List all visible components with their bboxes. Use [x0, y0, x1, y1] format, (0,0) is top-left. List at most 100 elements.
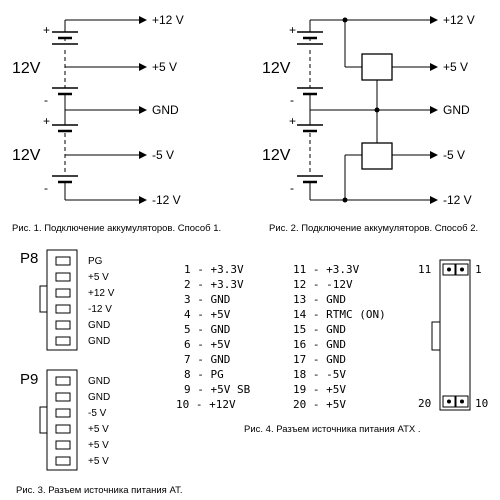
- pin-dot: [447, 267, 451, 272]
- label-minus5: -5 V: [152, 148, 174, 162]
- atx-pin-left: 4 - +5V: [184, 308, 231, 321]
- pin-slot: [442, 263, 456, 276]
- circuit-2-labels: +12 V +5 V GND -5 V -12 V 12V 12V + - + …: [262, 13, 478, 234]
- pin-slot: [55, 376, 71, 386]
- atx-pin-right: 17 - GND: [293, 353, 346, 366]
- plus-sign: +: [43, 114, 50, 128]
- junction-dot: [342, 197, 348, 203]
- caption-fig4: Рис. 4. Разъем источника питания ATX .: [244, 424, 421, 435]
- atx-housing: [439, 259, 471, 411]
- caption-fig3: Рис. 3. Разъем источника питания AT.: [16, 485, 182, 496]
- pin-slot: [55, 304, 71, 314]
- p8-pin-label: GND: [88, 336, 110, 347]
- battery-label-top: 12V: [262, 60, 291, 77]
- p8-label: P8: [20, 250, 38, 267]
- atx-pin-left: 8 - PG: [184, 368, 224, 381]
- p9-key: [39, 406, 48, 434]
- p9-pin-label: -5 V: [88, 408, 107, 419]
- atx-pin-right: 12 - -12V: [293, 278, 353, 291]
- atx-pin-dots: [447, 267, 464, 404]
- atx-pin-left: 9 - +5V SB: [184, 383, 251, 396]
- p8-pin-label: -12 V: [88, 304, 112, 315]
- battery-label-top: 12V: [12, 60, 41, 77]
- pin-slot: [55, 440, 71, 450]
- minus-sign: -: [44, 181, 48, 195]
- circuit-1: [52, 16, 147, 204]
- pin-slot: [55, 320, 71, 330]
- p8-pin-label: PG: [88, 256, 103, 267]
- pin-slot: [55, 424, 71, 434]
- pin-slot: [55, 408, 71, 418]
- p9-label: P9: [20, 371, 38, 388]
- junction-dot: [342, 17, 348, 23]
- pin-slot: [55, 272, 71, 282]
- plus-sign: +: [289, 114, 296, 128]
- label-plus5: +5 V: [443, 60, 468, 74]
- atx-labels: 11 1 20 10 Рис. 4. Разъем источника пита…: [244, 263, 488, 435]
- circuit-1-labels: +12 V +5 V GND -5 V -12 V 12V 12V + - + …: [12, 13, 221, 234]
- pin-dot: [447, 399, 451, 404]
- atx-pin-left: 3 - GND: [184, 293, 230, 306]
- regulator-box-bottom: [361, 142, 393, 170]
- label-minus12: -12 V: [152, 193, 181, 207]
- atx-pin-right: 11 - +3.3V: [293, 263, 360, 276]
- pin-slot: [55, 288, 71, 298]
- atx-pin-left: 10 - +12V: [176, 398, 236, 411]
- atx-pin-left: 5 - GND: [184, 323, 230, 336]
- atx-pin-left: 7 - GND: [184, 353, 230, 366]
- battery-label-bottom: 12V: [12, 147, 41, 164]
- atx-pin-right: 18 - -5V: [293, 368, 346, 381]
- p8-key: [39, 285, 48, 313]
- pin-slot: [55, 336, 71, 346]
- p8-pin-label: GND: [88, 320, 110, 331]
- junction-dot: [374, 107, 380, 113]
- circuit-2-dots: [342, 17, 380, 203]
- atx-pinout-right: 11 - +3.3V 12 - -12V 13 - GND 14 - RTMC …: [293, 263, 386, 411]
- atx-key: [431, 321, 441, 351]
- atx-pin-right: 13 - GND: [293, 293, 346, 306]
- p8-pin-label: +12 V: [88, 288, 115, 299]
- at-connector-p8: [39, 249, 78, 351]
- minus-sign: -: [290, 93, 294, 107]
- minus-sign: -: [44, 93, 48, 107]
- atx-pin-right: 20 - +5V: [293, 398, 346, 411]
- atx-pin-right: 15 - GND: [293, 323, 346, 336]
- p9-pin-label: +5 V: [88, 456, 109, 467]
- plus-sign: +: [289, 23, 296, 37]
- atx-pinout-left: 1 - +3.3V 2 - +3.3V 3 - GND 4 - +5V 5 - …: [176, 263, 251, 411]
- pin-slot: [55, 456, 71, 466]
- label-plus12: +12 V: [443, 13, 475, 27]
- p9-pin-label: GND: [88, 392, 110, 403]
- label-gnd: GND: [443, 103, 470, 117]
- pin-slot: [455, 263, 469, 276]
- pin-dot: [460, 399, 464, 404]
- pin-slot: [455, 395, 469, 408]
- atx-pin-left: 6 - +5V: [184, 338, 231, 351]
- caption-fig1: Рис. 1. Подключение аккумуляторов. Спосо…: [12, 223, 221, 234]
- pin-slot: [442, 395, 456, 408]
- caption-fig2: Рис. 2. Подключение аккумуляторов. Спосо…: [269, 223, 478, 234]
- label-minus12: -12 V: [443, 193, 472, 207]
- pin-slot: [55, 392, 71, 402]
- p9-pin-label: GND: [88, 376, 110, 387]
- atx-pin-right: 14 - RTMC (ON): [293, 308, 386, 321]
- pin-dot: [460, 267, 464, 272]
- atx-pin-number-11: 11: [418, 263, 431, 276]
- at-labels: P8 PG +5 V +12 V -12 V GND GND P9 GND GN…: [16, 250, 182, 496]
- battery-label-bottom: 12V: [262, 147, 291, 164]
- atx-pin-right: 19 - +5V: [293, 383, 346, 396]
- plus-sign: +: [43, 23, 50, 37]
- p9-pin-label: +5 V: [88, 424, 109, 435]
- atx-pin-number-1: 1: [475, 263, 482, 276]
- label-minus5: -5 V: [443, 148, 465, 162]
- atx-pin-right: 16 - GND: [293, 338, 346, 351]
- label-plus12: +12 V: [152, 13, 184, 27]
- minus-sign: -: [290, 181, 294, 195]
- atx-pin-left: 1 - +3.3V: [184, 263, 244, 276]
- p9-pin-label: +5 V: [88, 440, 109, 451]
- label-gnd: GND: [152, 103, 179, 117]
- atx-pin-left: 2 - +3.3V: [184, 278, 244, 291]
- at-connector-p9: [39, 369, 78, 471]
- circuit-2: [297, 16, 438, 204]
- regulator-box-top: [361, 53, 393, 81]
